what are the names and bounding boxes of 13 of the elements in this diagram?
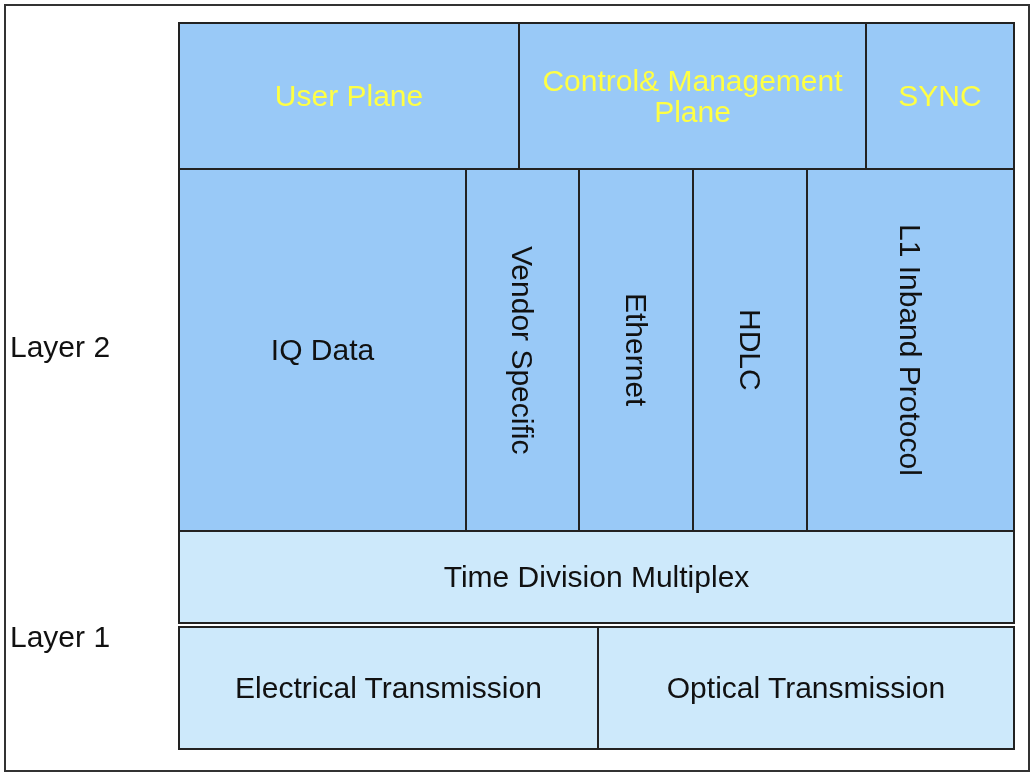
plane-block: SYNC <box>865 22 1015 170</box>
protocol-block: Vendor Specific <box>465 168 580 532</box>
protocol-block: IQ Data <box>178 168 467 532</box>
plane-block: Control& Management Plane <box>518 22 867 170</box>
layer-label: Layer 2 <box>10 330 111 364</box>
transmission-block: Optical Transmission <box>597 626 1015 750</box>
protocol-block: HDLC <box>692 168 808 532</box>
protocol-block: L1 Inband Protocol <box>806 168 1015 532</box>
multiplex-layer-block: Time Division Multiplex <box>178 530 1015 624</box>
protocol-block: Ethernet <box>578 168 694 532</box>
layer-label: Layer 1 <box>10 620 111 654</box>
plane-block: User Plane <box>178 22 520 170</box>
transmission-block: Electrical Transmission <box>178 626 599 750</box>
